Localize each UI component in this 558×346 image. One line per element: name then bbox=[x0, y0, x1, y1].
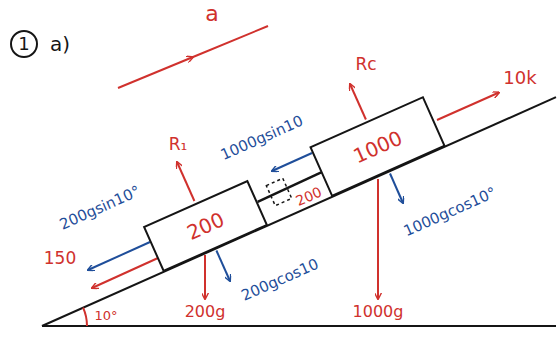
component-label: 1000gsin10 bbox=[218, 113, 305, 164]
weight-label: 200g bbox=[185, 303, 226, 321]
number-circle bbox=[11, 31, 37, 57]
component-arrow bbox=[272, 153, 312, 171]
component-arrow bbox=[390, 174, 403, 204]
angle-arc bbox=[83, 308, 87, 326]
incline-line bbox=[42, 97, 556, 326]
driving-force-arrow bbox=[437, 93, 499, 121]
reaction-label: R₁ bbox=[169, 135, 188, 154]
resistance-arrow bbox=[92, 258, 158, 288]
force-label: 10k bbox=[503, 68, 536, 88]
ground-line bbox=[42, 325, 556, 327]
component-label: 1000gcos10° bbox=[401, 184, 499, 240]
block-mass: 1000 bbox=[350, 125, 406, 168]
acceleration-label: a bbox=[205, 2, 218, 26]
question-number: 1 bbox=[18, 34, 29, 54]
angle-label: 10° bbox=[94, 309, 117, 323]
reaction-label: Rc bbox=[355, 55, 376, 74]
part-label: a) bbox=[50, 33, 70, 55]
tension-label: 200 bbox=[293, 185, 324, 210]
acceleration-arrow bbox=[118, 26, 268, 88]
weight-arrow bbox=[377, 179, 379, 299]
component-arrow bbox=[216, 251, 230, 282]
block-mass: 200 bbox=[183, 207, 228, 244]
reaction-arrow bbox=[177, 162, 194, 201]
reaction-arrow bbox=[350, 84, 366, 120]
component-label: 200gcos10 bbox=[239, 256, 321, 305]
force-label: 150 bbox=[44, 249, 76, 268]
weight-label: 1000g bbox=[353, 303, 404, 321]
weight-arrow bbox=[204, 255, 206, 299]
component-label: 200gsin10° bbox=[57, 183, 142, 233]
